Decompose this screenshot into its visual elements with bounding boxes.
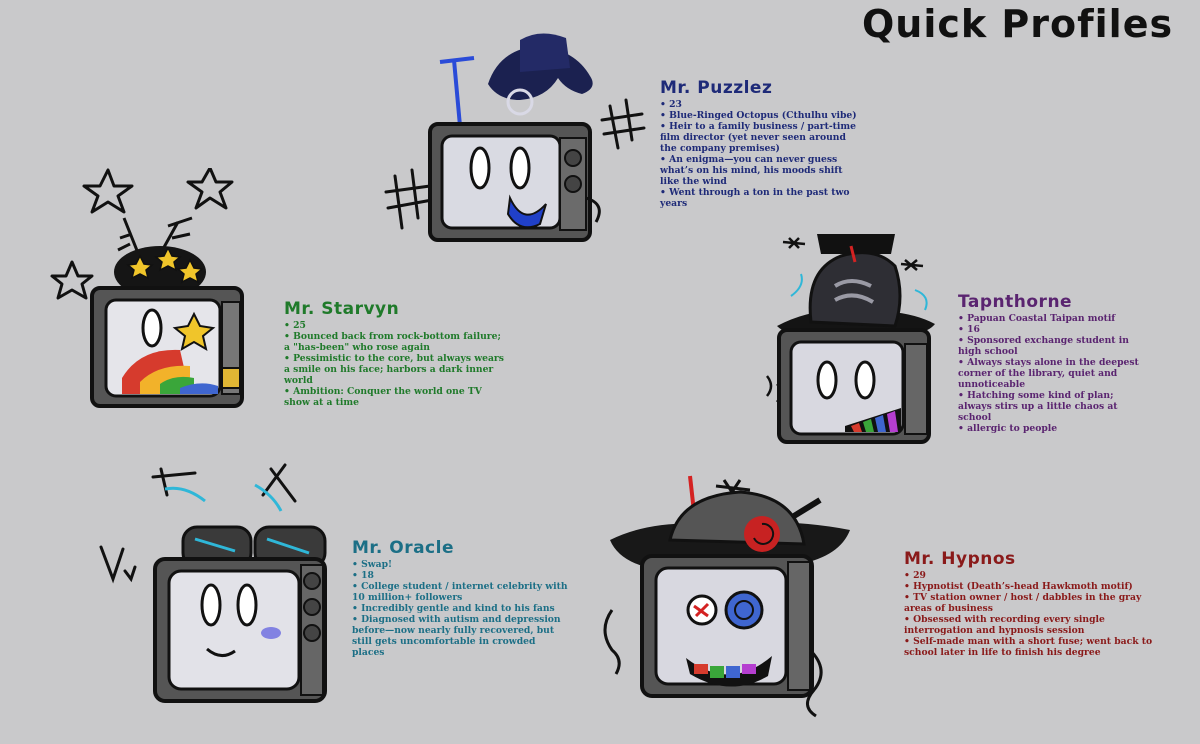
profile-name: Mr. Puzzlez [660,78,773,98]
profile-mr-hypnos: Mr. Hypnos • 29• Hypnotist (Death’s-head… [904,549,1152,658]
profile-detail-line: • Obsessed with recording every single [904,614,1105,626]
profile-detail-line: a "has-been" who rose again [284,342,430,354]
profile-detail-line: • TV station owner / host / dabbles in t… [904,592,1142,604]
profile-detail-line: • Bounced back from rock-bottom failure; [284,331,501,343]
starvyn-illustration [50,168,244,408]
profile-detail-line: school later in life to finish his degre… [904,647,1101,659]
profile-detail-line: • Hatching some kind of plan; [958,390,1114,402]
profile-name: Mr. Oracle [352,538,454,558]
profile-detail-line: areas of business [904,603,993,615]
oracle-illustration [99,463,327,703]
profile-detail-line: places [352,647,385,659]
profile-detail-line: before—now nearly fully recovered, but [352,625,555,637]
profile-detail-line: school [958,412,992,424]
profile-detail-line: high school [958,346,1018,358]
profile-name: Mr. Hypnos [904,549,1016,569]
profile-details: • 29• Hypnotist (Death’s-head Hawkmoth m… [904,570,1152,658]
profile-details: • 23• Blue-Ringed Octopus (Cthulhu vibe)… [660,99,857,209]
profile-detail-line: • Ambition: Conquer the world one TV [284,386,482,398]
profile-detail-line: • Pessimistic to the core, but always we… [284,353,504,365]
profile-detail-line: world [284,375,313,387]
profile-detail-line: • Heir to a family business / part-time [660,121,856,133]
profile-detail-line: • Always stays alone in the deepest [958,357,1139,369]
profile-detail-line: • 25 [284,320,306,331]
profile-detail-line: • College student / internet celebrity w… [352,581,568,593]
profile-mr-starvyn: Mr. Starvyn • 25• Bounced back from rock… [284,299,504,408]
profile-detail-line: still gets uncomfortable in crowded [352,636,536,648]
hypnos-illustration [603,475,850,718]
profile-details: • Papuan Coastal Taipan motif• 16• Spons… [958,313,1139,434]
profile-name: Tapnthorne [958,292,1073,312]
profile-detail-line: years [660,198,688,210]
profile-detail-line: corner of the library, quiet and [958,368,1118,380]
profile-detail-line: unnoticeable [958,379,1026,391]
profile-name: Mr. Starvyn [284,299,400,319]
profile-detail-line: • Went through a ton in the past two [660,187,850,199]
profile-detail-line: a smile on his face; harbors a dark inne… [284,364,494,376]
profile-detail-line: • Swap! [352,559,393,570]
profile-detail-line: show at a time [284,397,359,409]
profile-detail-line: always stirs up a little chaos at [958,401,1118,413]
profile-details: • 25• Bounced back from rock-bottom fail… [284,320,504,408]
tapnthorne-illustration [765,234,935,444]
profile-detail-line: interrogation and hypnosis session [904,625,1085,637]
profile-detail-line: • 29 [904,570,926,581]
profile-detail-line: • Blue-Ringed Octopus (Cthulhu vibe) [660,110,857,122]
profile-detail-line: 10 million+ followers [352,592,463,604]
profile-detail-line: • Hypnotist (Death’s-head Hawkmoth motif… [904,581,1133,593]
profile-detail-line: the company premises) [660,143,780,155]
profile-detail-line: • 23 [660,99,682,110]
profile-detail-line: • Papuan Coastal Taipan motif [958,313,1116,324]
profile-mr-oracle: Mr. Oracle • Swap!• 18• College student … [352,538,568,658]
profile-detail-line: film director (yet never seen around [660,132,846,144]
profile-detail-line: • An enigma—you can never guess [660,154,838,166]
profile-detail-line: • 18 [352,570,374,582]
profile-detail-line: • Sponsored exchange student in [958,335,1129,347]
profile-details: • Swap!• 18• College student / internet … [352,559,568,658]
profile-detail-line: • Incredibly gentle and kind to his fans [352,603,555,615]
page-title: Quick Profiles [862,2,1174,46]
profile-detail-line: • Diagnosed with autism and depression [352,614,561,626]
profile-detail-line: like the wind [660,176,727,188]
profile-detail-line: • Self-made man with a short fuse; went … [904,636,1153,648]
profile-detail-line: • allergic to people [958,423,1058,435]
profile-detail-line: what’s on his mind, his moods shift [660,165,843,177]
profile-tapnthorne: Tapnthorne • Papuan Coastal Taipan motif… [958,292,1139,434]
profile-detail-line: • 16 [958,324,980,336]
puzzlez-illustration [384,33,646,242]
profile-mr-puzzlez: Mr. Puzzlez • 23• Blue-Ringed Octopus (C… [660,78,857,209]
